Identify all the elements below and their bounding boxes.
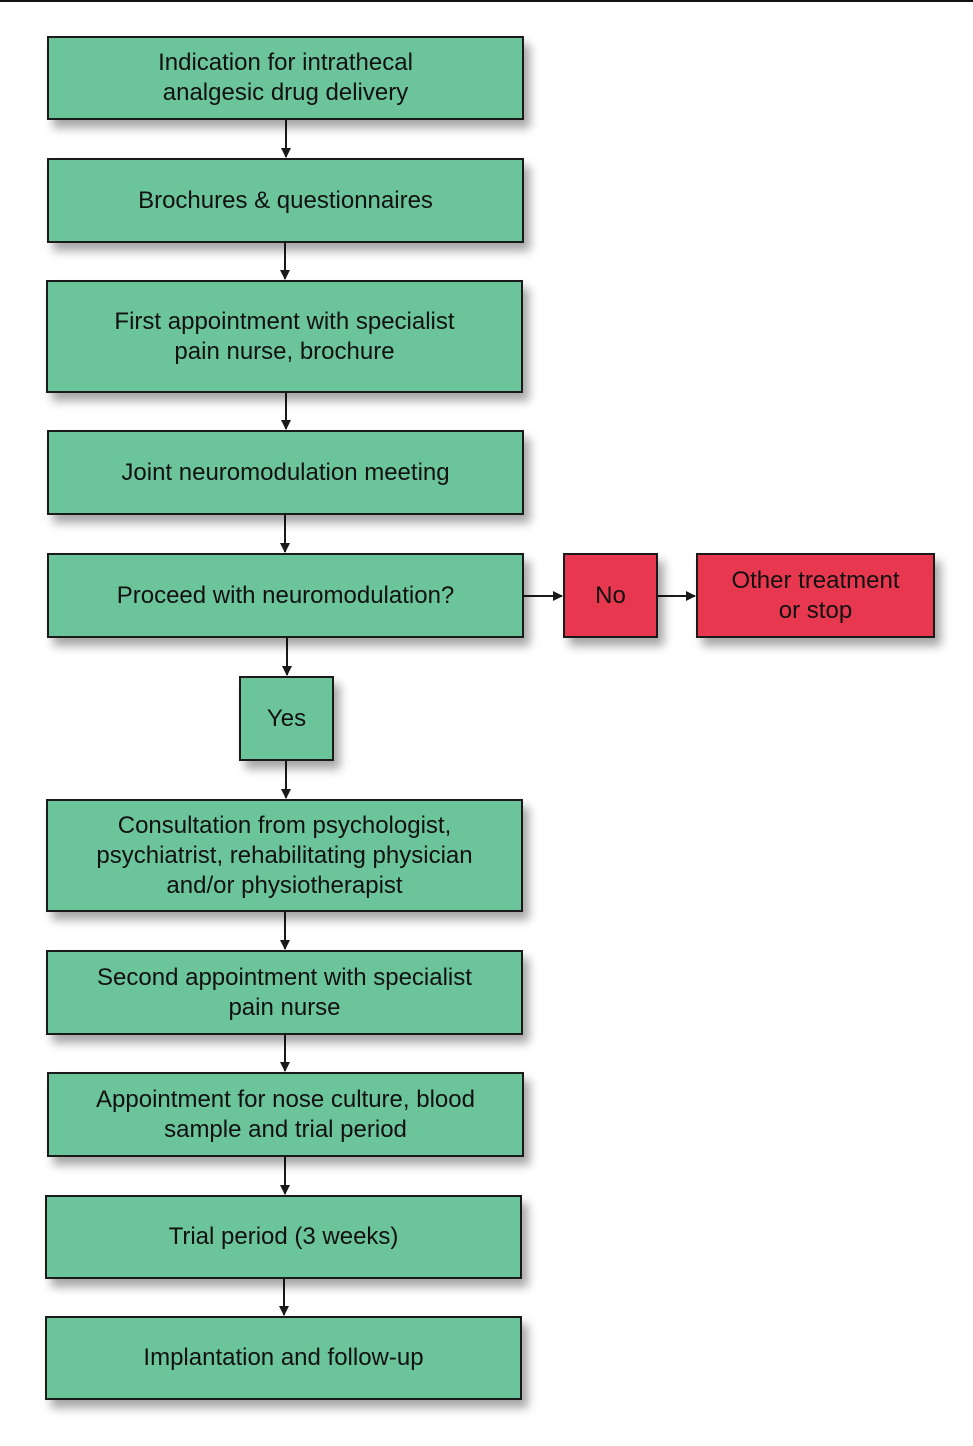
decision-yes: Yes — [239, 676, 334, 761]
step-nose-culture-text: Appointment for nose culture, blood samp… — [96, 1085, 475, 1143]
step-nose-culture: Appointment for nose culture, blood samp… — [47, 1072, 524, 1157]
step-first-appointment: First appointment with specialist pain n… — [46, 280, 523, 393]
decision-no-label: No — [595, 581, 626, 609]
decision-proceed-text: Proceed with neuromodulation? — [116, 581, 455, 609]
step-brochures: Brochures & questionnaires — [47, 158, 524, 243]
outcome-other-treatment-text: Other treatment or stop — [731, 566, 900, 624]
step-indication: Indication for intrathecal analgesic dru… — [47, 36, 524, 120]
step-implantation-text: Implantation and follow-up — [143, 1344, 424, 1371]
step-trial-period-text: Trial period (3 weeks) — [168, 1223, 399, 1250]
step-trial-period: Trial period (3 weeks) — [45, 1195, 522, 1279]
step-joint-meeting-text: Joint neuromodulation meeting — [121, 458, 450, 486]
step-second-appointment: Second appointment with specialist pain … — [46, 950, 523, 1035]
decision-yes-label: Yes — [266, 704, 307, 732]
step-consultation: Consultation from psychologist, psychiat… — [46, 799, 523, 912]
top-rule — [0, 0, 973, 2]
step-joint-meeting: Joint neuromodulation meeting — [47, 430, 524, 515]
step-first-appointment-text: First appointment with specialist pain n… — [114, 307, 455, 365]
step-second-appointment-text: Second appointment with specialist pain … — [97, 963, 472, 1021]
step-implantation: Implantation and follow-up — [45, 1316, 522, 1400]
step-brochures-text: Brochures & questionnaires — [138, 186, 433, 214]
outcome-other-treatment: Other treatment or stop — [696, 553, 935, 638]
step-indication-text: Indication for intrathecal analgesic dru… — [158, 49, 413, 106]
step-consultation-text: Consultation from psychologist, psychiat… — [96, 811, 473, 899]
decision-proceed: Proceed with neuromodulation? — [47, 553, 524, 638]
decision-no: No — [563, 553, 658, 638]
